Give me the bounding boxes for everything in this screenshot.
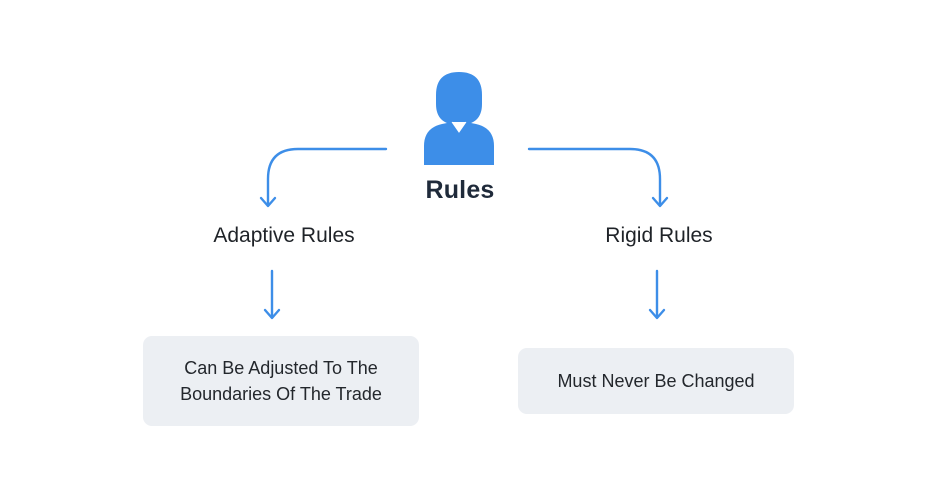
user-avatar-icon (424, 72, 494, 165)
arrowhead-right (651, 196, 669, 208)
arrow-down-left-icon (263, 308, 281, 320)
branch-label-rigid: Rigid Rules (605, 224, 713, 247)
diagram-title: Rules (425, 176, 495, 204)
branch-label-adaptive: Adaptive Rules (213, 224, 355, 247)
description-text-rigid: Must Never Be Changed (557, 371, 755, 391)
connector-left (266, 147, 388, 207)
collar-shape (451, 121, 467, 133)
connector-right (527, 147, 662, 207)
description-box-rigid: Must Never Be Changed (518, 348, 794, 414)
arrowhead-left (259, 196, 277, 208)
description-box-adaptive: Can Be Adjusted To The Boundaries Of The… (143, 336, 419, 426)
arrow-down-right-icon (648, 308, 666, 320)
description-text-adaptive: Can Be Adjusted To The Boundaries Of The… (180, 358, 382, 404)
